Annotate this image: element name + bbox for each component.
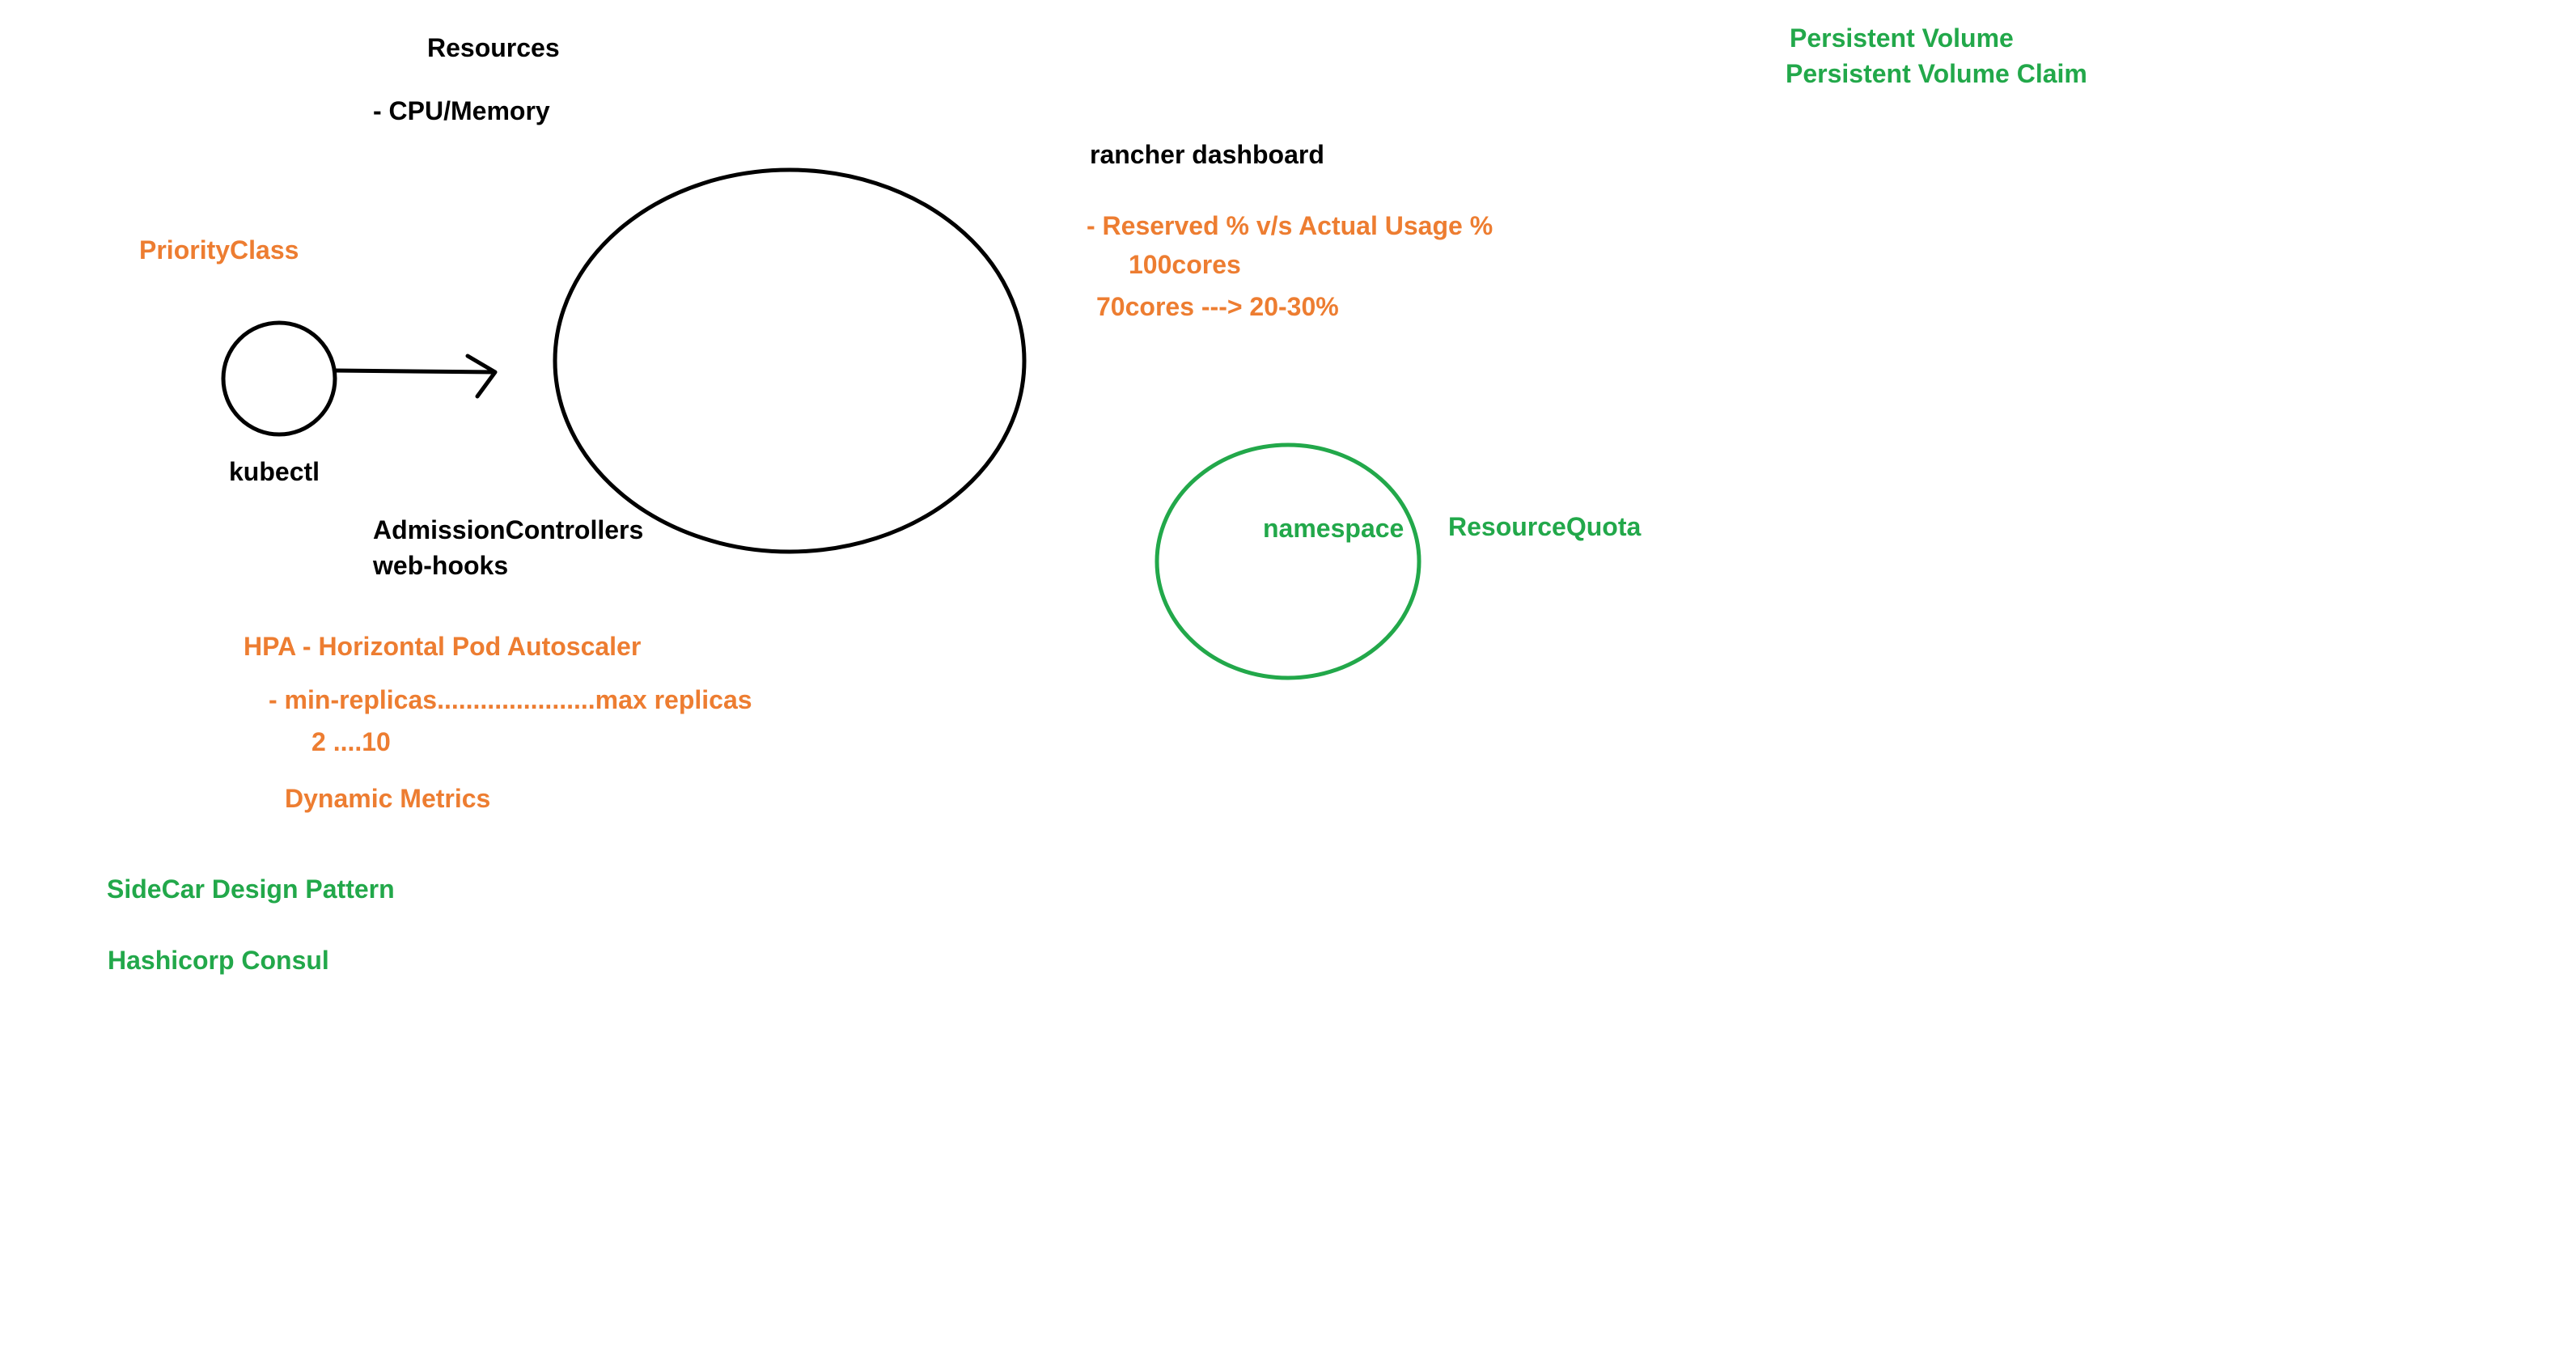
web-hooks-label: web-hooks — [373, 551, 509, 580]
sidecar-pattern-label: SideCar Design Pattern — [107, 874, 395, 904]
dynamic-metrics-label: Dynamic Metrics — [285, 784, 491, 813]
persistent-volume-label: Persistent Volume — [1790, 23, 2014, 53]
cores-100-label: 100cores — [1129, 250, 1241, 279]
hpa-label: HPA - Horizontal Pod Autoscaler — [244, 632, 642, 661]
api-server-ellipse — [553, 167, 1027, 554]
namespace-ellipse — [1155, 442, 1421, 680]
rancher-dashboard-label: rancher dashboard — [1090, 140, 1324, 169]
namespace-label: namespace — [1263, 514, 1405, 543]
cores-70-label: 70cores ---> 20-30% — [1096, 292, 1339, 321]
resources-label: Resources — [427, 33, 560, 62]
hashicorp-consul-label: Hashicorp Consul — [108, 946, 329, 975]
replica-range-label: 2 ....10 — [311, 727, 391, 756]
kubectl-to-api-arrow — [333, 354, 498, 399]
reserved-vs-actual-label: - Reserved % v/s Actual Usage % — [1087, 211, 1493, 240]
kubectl-label: kubectl — [229, 457, 320, 486]
kubectl-node-circle — [221, 320, 337, 437]
admission-controllers-label: AdmissionControllers — [373, 515, 644, 544]
persistent-volume-claim-label: Persistent Volume Claim — [1786, 59, 2087, 88]
min-max-replicas-label: - min-replicas......................max … — [269, 685, 752, 714]
cpu-memory-label: - CPU/Memory — [373, 96, 550, 125]
priority-class-label: PriorityClass — [139, 235, 299, 265]
resource-quota-label: ResourceQuota — [1448, 512, 1642, 541]
